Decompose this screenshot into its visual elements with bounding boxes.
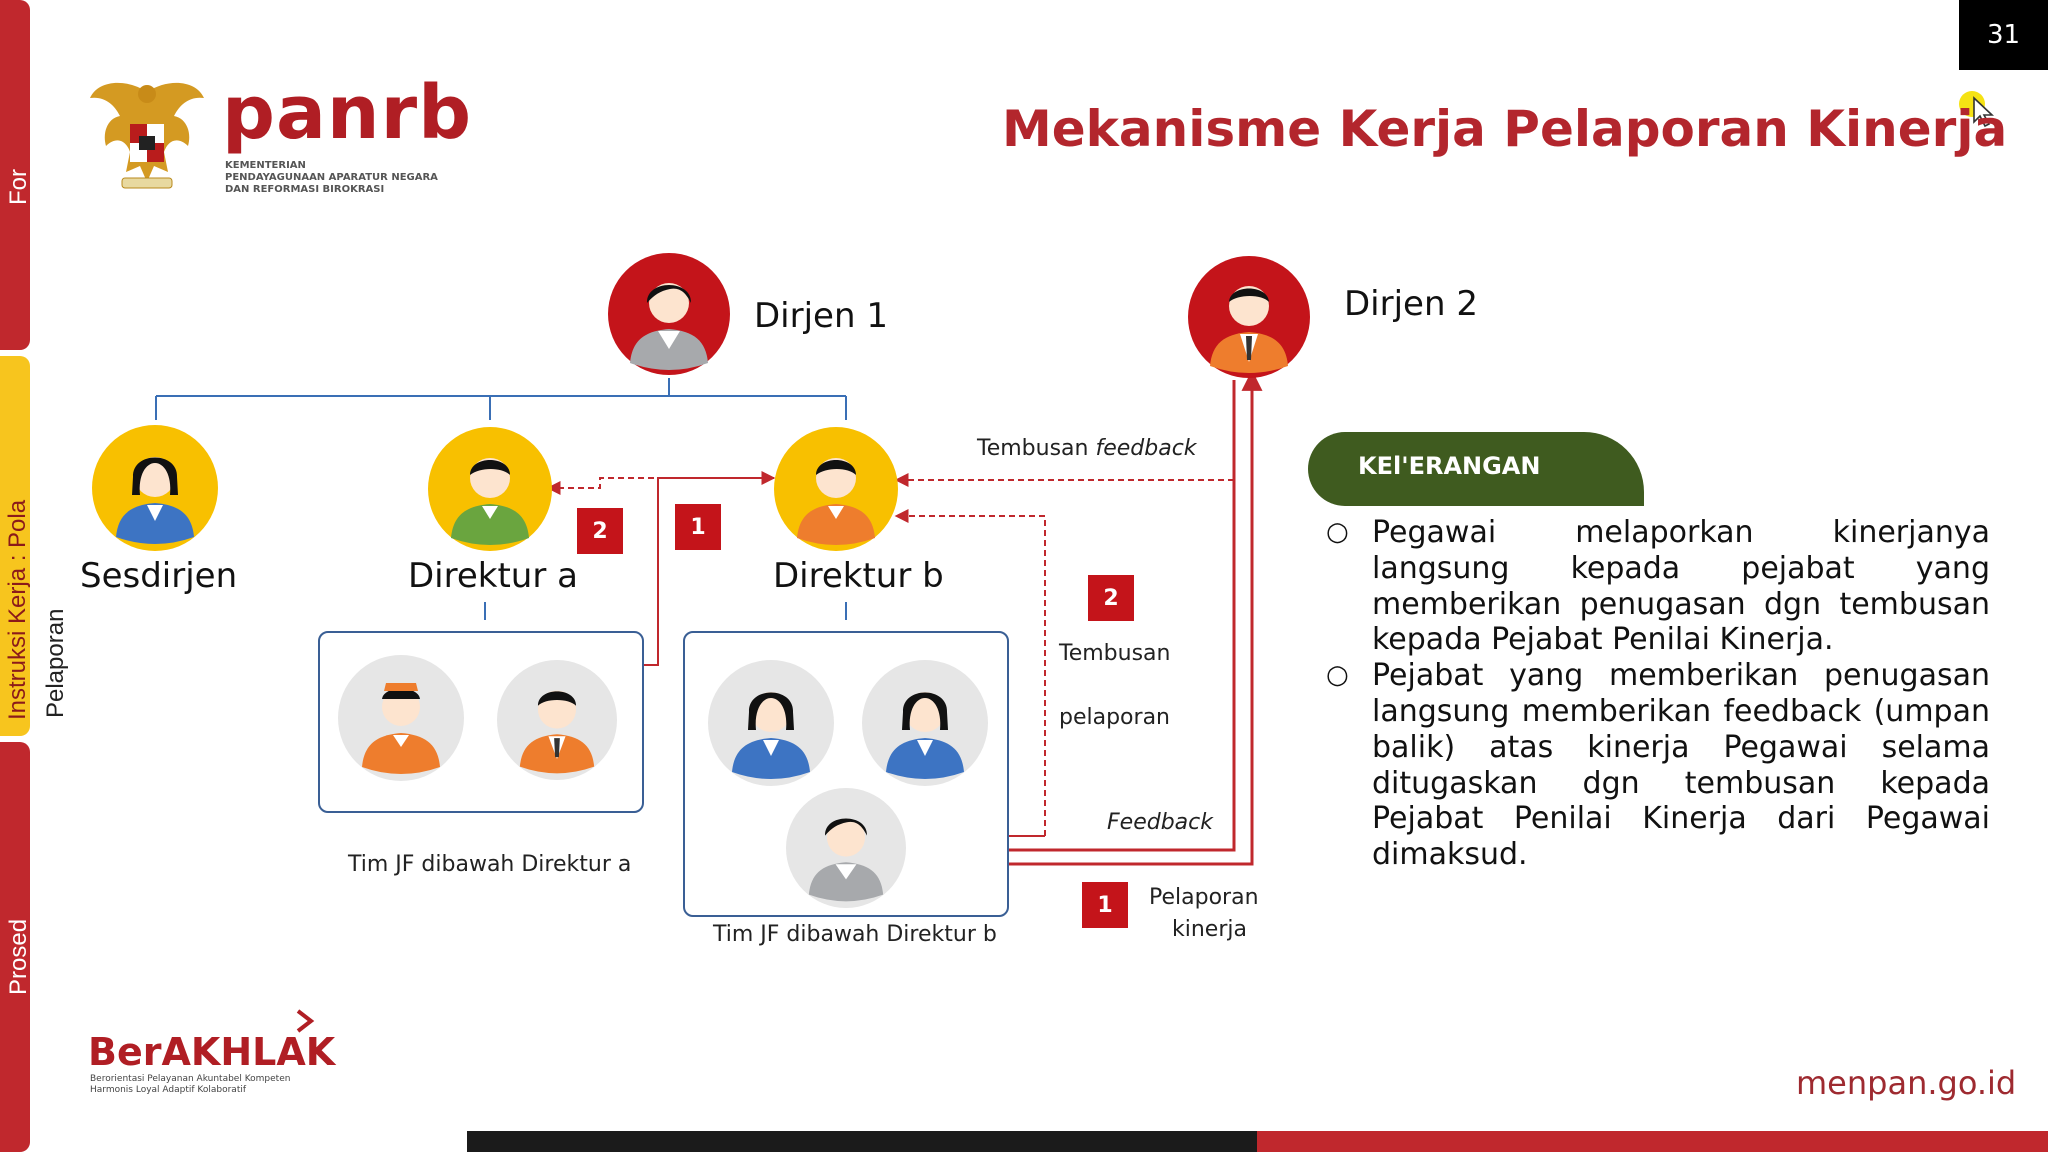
step-badge-2-left: 2 (577, 508, 623, 554)
keterangan-item: ○ Pejabat yang memberikan penugasan lang… (1320, 658, 1990, 873)
team-b-member2-avatar (862, 660, 988, 786)
chevron-right-icon (296, 1009, 315, 1033)
page-number: 31 (1959, 0, 2048, 70)
sesdirjen-avatar (92, 425, 218, 551)
direktur-a-avatar (428, 427, 552, 551)
footer-bar-red (1257, 1131, 2048, 1152)
berakhlak-line2: Harmonis Loyal Adaptif Kolaboratif (90, 1085, 247, 1095)
dirjen2-label: Dirjen 2 (1344, 284, 1478, 324)
cursor-icon (1959, 91, 1995, 128)
team-a-member1-avatar (338, 655, 464, 781)
side-tab-bottom[interactable] (0, 742, 30, 1152)
pelaporan-kinerja-label-1: Pelaporan (1149, 885, 1259, 910)
tembusan-feedback-italic: feedback (1095, 436, 1197, 461)
dirjen2-avatar (1188, 256, 1310, 378)
tembusan-feedback-label: Tembusan feedback (977, 436, 1197, 461)
berakhlak-brand: BerAKHLAK (88, 1030, 336, 1074)
dirjen1-avatar (608, 253, 730, 375)
bullet-circle-icon: ○ (1326, 660, 1349, 691)
step-badge-1-right: 1 (1082, 882, 1128, 928)
direktur-b-avatar (774, 427, 898, 551)
bullet-circle-icon: ○ (1326, 517, 1349, 547)
dirjen1-label: Dirjen 1 (754, 296, 888, 336)
step-badge-1-left: 1 (675, 504, 721, 550)
step-badge-2-right: 2 (1088, 575, 1134, 621)
team-a-label: Tim JF dibawah Direktur a (348, 852, 632, 877)
tembusan-feedback-prefix: Tembusan (977, 436, 1096, 461)
sesdirjen-label: Sesdirjen (80, 556, 238, 596)
keterangan-tab (1308, 432, 1644, 506)
team-a-member2-avatar (497, 660, 617, 780)
panrb-line1: KEMENTERIAN (225, 160, 306, 171)
keterangan-item-text: Pegawai melaporkan kinerjanya langsung k… (1372, 515, 1990, 658)
feedback-label: Feedback (1107, 810, 1213, 835)
side-tab-top[interactable] (0, 0, 30, 350)
direktur-b-label: Direktur b (773, 556, 944, 596)
footer-url[interactable]: menpan.go.id (1796, 1064, 2017, 1102)
team-b-member3-avatar (786, 788, 906, 908)
side-tab-middle[interactable] (0, 356, 30, 736)
keterangan-list: ○ Pegawai melaporkan kinerjanya langsung… (1320, 515, 1990, 873)
direktur-a-label: Direktur a (408, 556, 578, 596)
keterangan-label: KEl'ERANGAN (1358, 452, 1541, 480)
keterangan-item-text: Pejabat yang memberikan penugasan langsu… (1372, 658, 1990, 873)
keterangan-item: ○ Pegawai melaporkan kinerjanya langsung… (1320, 515, 1990, 658)
panrb-brand: panrb (222, 70, 473, 156)
panrb-line2: PENDAYAGUNAAN APARATUR NEGARA (225, 172, 438, 183)
pelaporan-label: pelaporan (1059, 705, 1170, 730)
garuda-emblem-icon (90, 82, 204, 189)
berakhlak-line1: Berorientasi Pelayanan Akuntabel Kompete… (90, 1074, 291, 1084)
footer-bar-dark (467, 1131, 1257, 1152)
tembusan-label: Tembusan (1059, 641, 1171, 666)
panrb-line3: DAN REFORMASI BIROKRASI (225, 184, 385, 195)
team-b-member1-avatar (708, 660, 834, 786)
team-b-label: Tim JF dibawah Direktur b (713, 922, 997, 947)
pelaporan-kinerja-label-2: kinerja (1172, 917, 1247, 942)
page-title: Mekanisme Kerja Pelaporan Kinerja (1002, 100, 2008, 158)
